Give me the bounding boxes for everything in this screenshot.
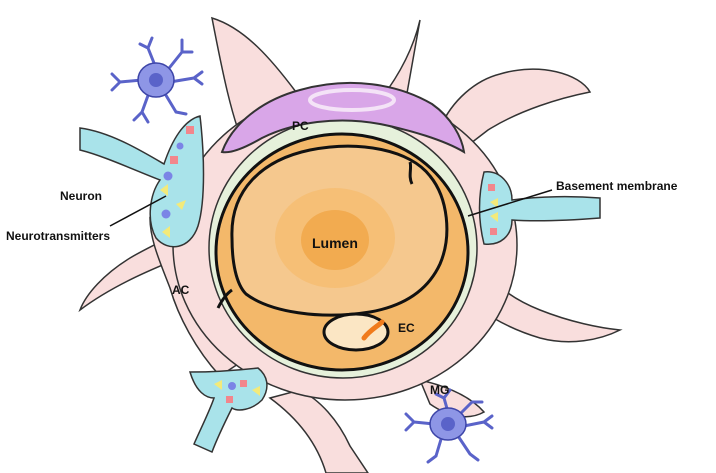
microglia-nucleus bbox=[441, 417, 455, 431]
neuron-label: Neuron bbox=[60, 189, 102, 203]
transmitter-square bbox=[170, 156, 178, 164]
lumen-label: Lumen bbox=[312, 235, 358, 251]
transmitter-circle bbox=[164, 172, 173, 181]
basement-membrane-label: Basement membrane bbox=[556, 179, 678, 193]
endothelial-cell bbox=[324, 314, 388, 350]
neuron-left bbox=[80, 116, 204, 247]
neurotransmitters-label: Neurotransmitters bbox=[6, 229, 110, 243]
pericyte-label: PC bbox=[292, 119, 309, 133]
transmitter-circle bbox=[162, 210, 171, 219]
astrocyte-label: AC bbox=[172, 283, 190, 297]
transmitter-square bbox=[488, 184, 495, 191]
transmitter-square bbox=[186, 126, 194, 134]
endothelial-cell-label: EC bbox=[398, 321, 415, 335]
transmitter-square bbox=[240, 380, 247, 387]
transmitter-square bbox=[226, 396, 233, 403]
microglia-top bbox=[112, 38, 202, 122]
lumen bbox=[232, 146, 447, 315]
transmitter-circle bbox=[177, 143, 184, 150]
transmitter-square bbox=[490, 228, 497, 235]
microglia-label: MG bbox=[430, 383, 449, 397]
neuron-bottom bbox=[190, 368, 267, 452]
microglia-nucleus bbox=[149, 73, 163, 87]
transmitter-circle bbox=[228, 382, 236, 390]
